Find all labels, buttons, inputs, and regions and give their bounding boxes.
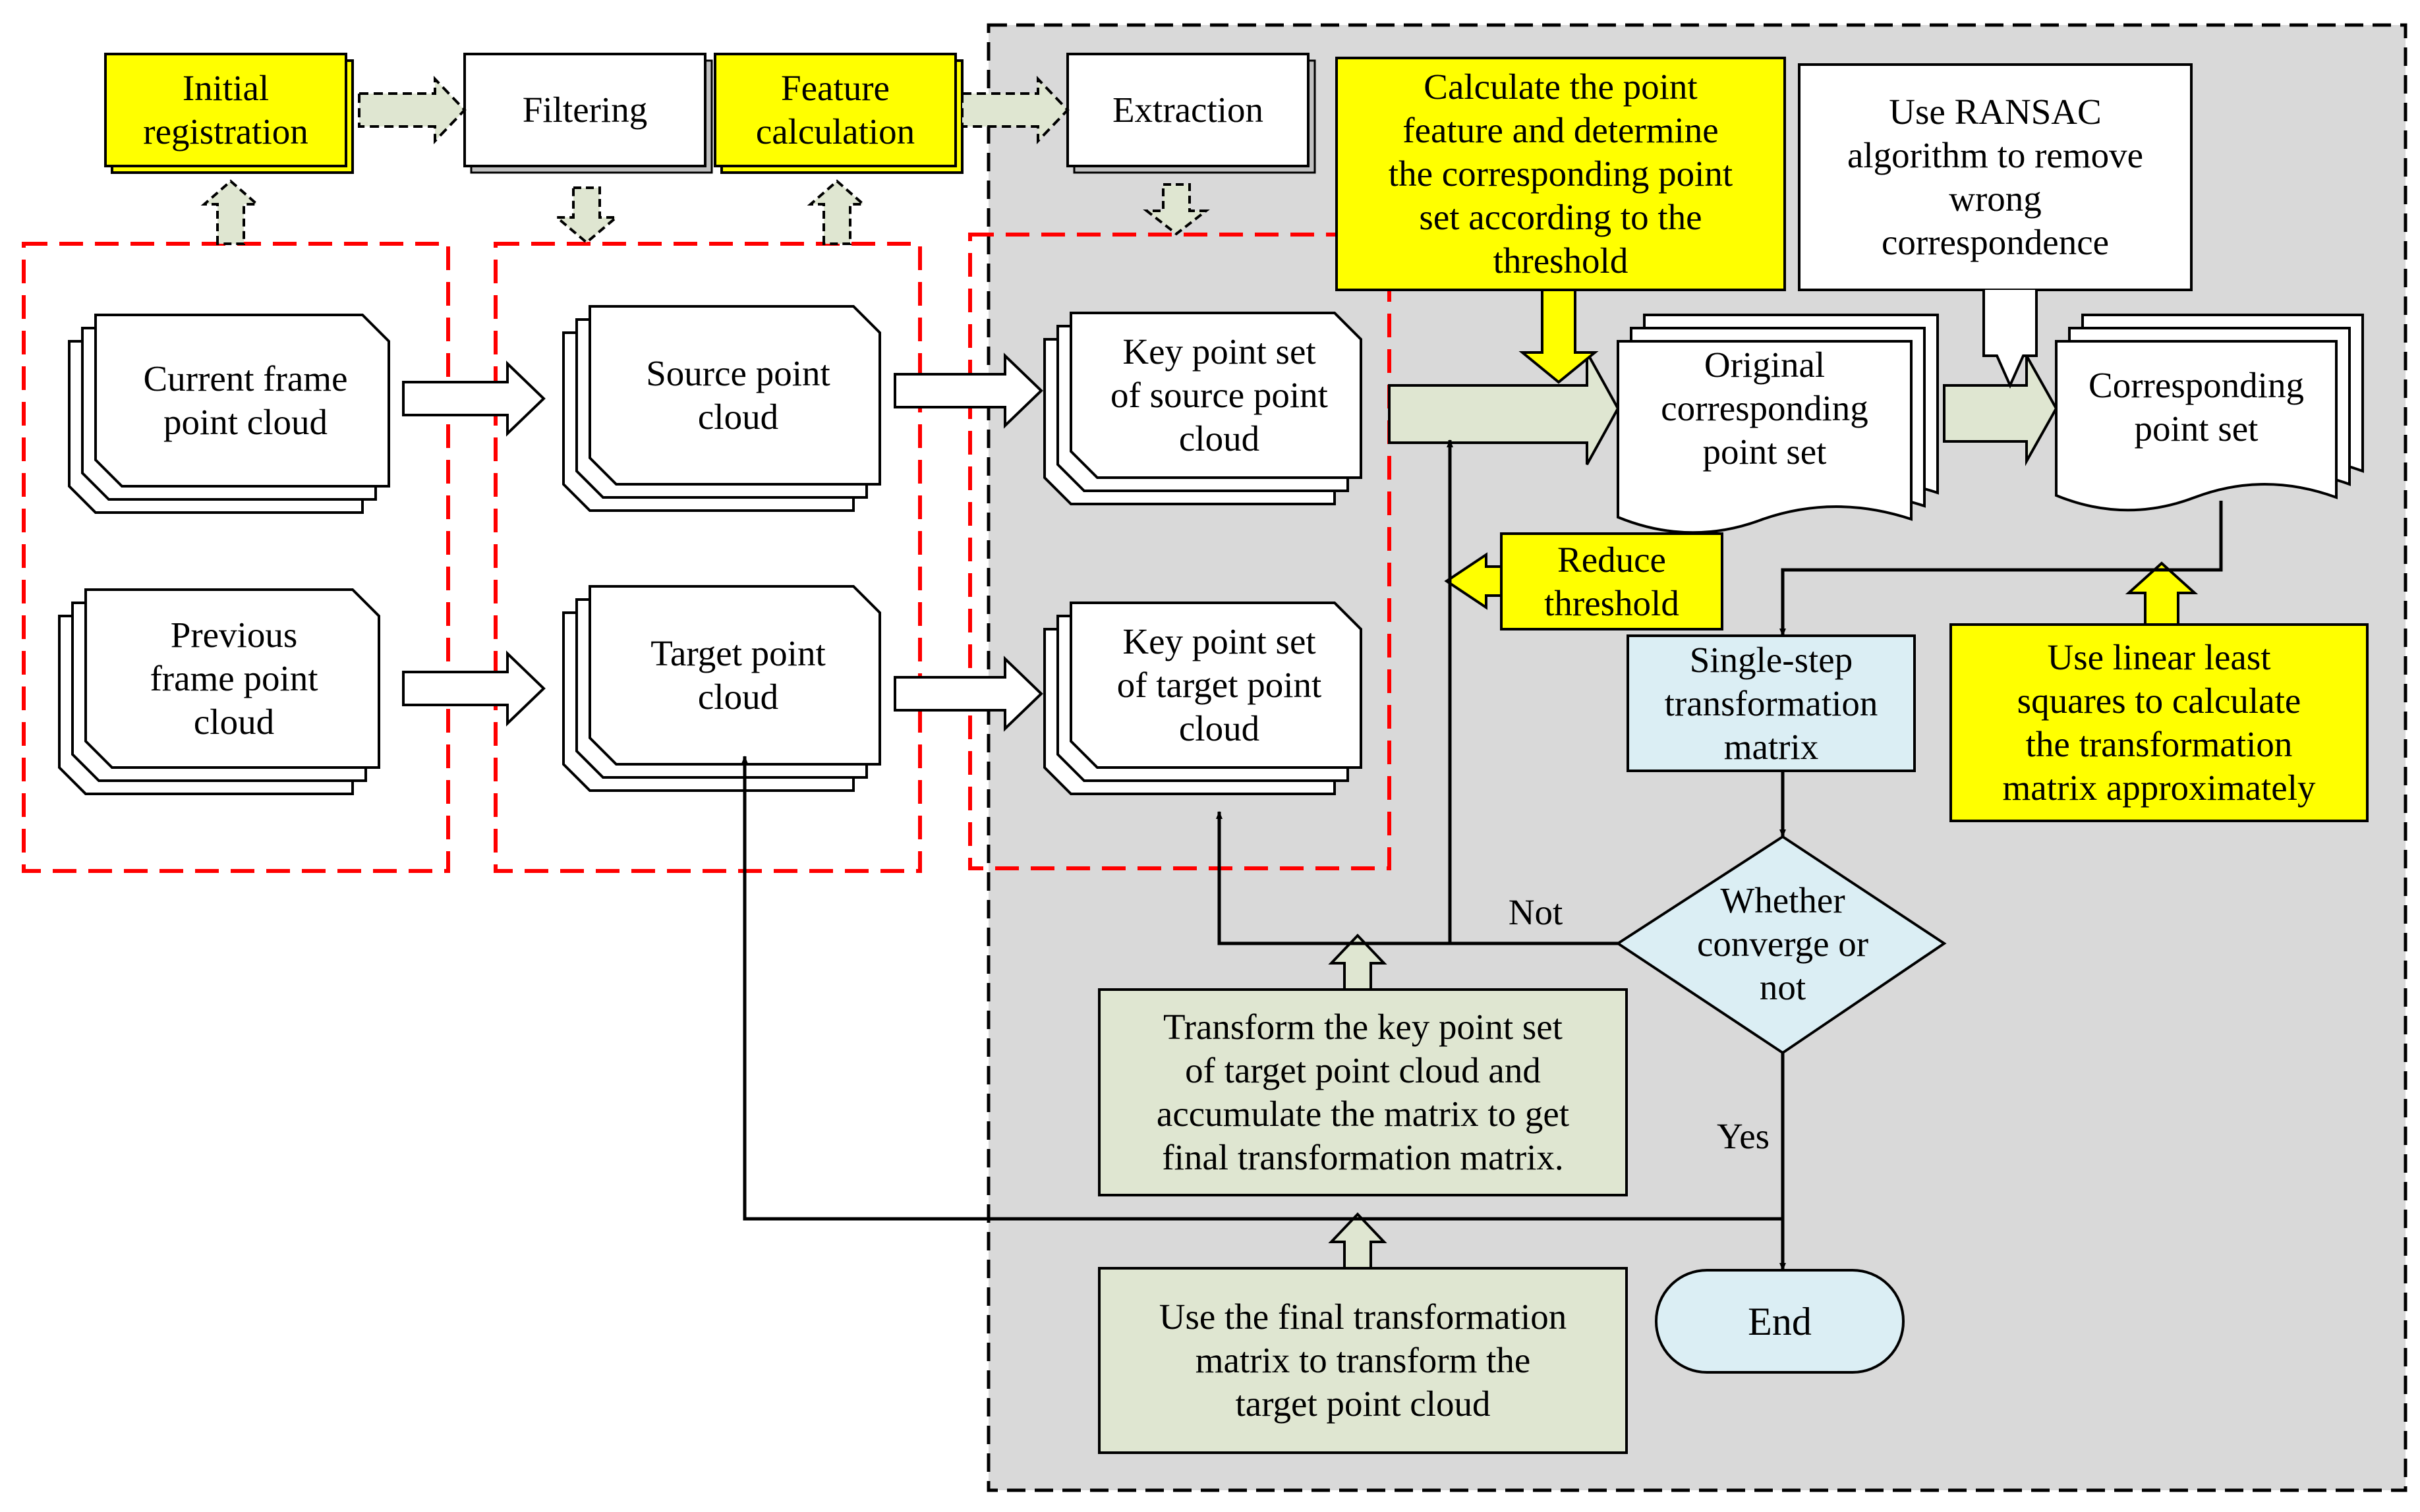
arrow-down-filtering bbox=[553, 186, 620, 244]
current-frame-label: Current frame point cloud bbox=[143, 358, 348, 442]
extraction-label: Extraction bbox=[1112, 90, 1264, 130]
original-set-doc bbox=[1617, 314, 1939, 534]
previous-frame-stack bbox=[58, 588, 380, 795]
red-group-filtering bbox=[494, 242, 922, 873]
not-label: Not bbox=[1508, 892, 1563, 932]
open-arrows bbox=[402, 352, 1043, 732]
arrow-registration-to-filtering bbox=[358, 76, 467, 144]
calc-feature-note bbox=[1335, 57, 1786, 291]
source-cloud-label: Source point cloud bbox=[646, 352, 830, 437]
least-squares-text: Use linear least squares to calculate th… bbox=[2002, 637, 2316, 808]
arrow-use-final-up bbox=[1328, 1212, 1387, 1270]
single-step-label: Single-step transformation matrix bbox=[1664, 639, 1878, 767]
arrow-up-feature bbox=[807, 179, 867, 245]
key-target-stack bbox=[1043, 602, 1362, 795]
decision-label: Whether converge or not bbox=[1696, 880, 1869, 1007]
least-squares-note bbox=[1949, 623, 2369, 822]
reduce-threshold-note bbox=[1500, 532, 1723, 630]
original-set-label: Original corresponding point set bbox=[1661, 344, 1868, 472]
arrow-feature-to-extraction bbox=[961, 76, 1070, 144]
corresponding-set-label: Corresponding point set bbox=[2089, 365, 2304, 449]
arrow-transform-up bbox=[1328, 934, 1387, 991]
arrow-down-extraction bbox=[1143, 183, 1210, 236]
end-label: End bbox=[1748, 1299, 1812, 1343]
target-cloud-stack bbox=[562, 585, 881, 792]
arrow-up-registration bbox=[200, 179, 261, 245]
arrow-reduce-left bbox=[1444, 552, 1503, 610]
ransac-pointer bbox=[1982, 290, 2038, 389]
corresponding-set-doc bbox=[2055, 314, 2364, 512]
feature-calculation-label: Feature calculation bbox=[755, 68, 915, 152]
reduce-threshold-text: Reduce threshold bbox=[1544, 539, 1679, 623]
use-final-text: Use the final transformation matrix to t… bbox=[1159, 1297, 1567, 1424]
target-cloud-label: Target point cloud bbox=[650, 632, 826, 717]
initial-registration-label: Initial registration bbox=[143, 68, 308, 152]
yes-label: Yes bbox=[1716, 1116, 1770, 1156]
ransac-note bbox=[1798, 63, 2193, 291]
key-target-label: Key point set of target point cloud bbox=[1116, 621, 1322, 748]
transform-key-text: Transform the key point set of target po… bbox=[1156, 1007, 1570, 1177]
filtering-label: Filtering bbox=[522, 90, 648, 130]
red-group-extraction bbox=[968, 233, 1391, 870]
single-step-box bbox=[1627, 634, 1916, 772]
calc-feature-text: Calculate the point feature and determin… bbox=[1388, 67, 1733, 281]
previous-frame-label: Previous frame point cloud bbox=[150, 614, 318, 742]
ransac-text: Use RANSAC algorithm to remove wrong cor… bbox=[1847, 92, 2144, 262]
key-source-stack bbox=[1043, 312, 1362, 505]
arrow-to-original-set bbox=[1388, 352, 1620, 465]
current-frame-stack bbox=[68, 314, 390, 514]
arrow-least-squares-up bbox=[2125, 561, 2199, 626]
connectors bbox=[741, 439, 2223, 1271]
arrow-to-corresponding-set bbox=[1943, 350, 2058, 466]
key-source-label: Key point set of source point cloud bbox=[1110, 331, 1328, 459]
red-group-registration bbox=[22, 242, 450, 873]
use-final-note bbox=[1098, 1267, 1628, 1454]
arrow-calc-down bbox=[1518, 289, 1599, 384]
source-cloud-stack bbox=[562, 305, 881, 512]
